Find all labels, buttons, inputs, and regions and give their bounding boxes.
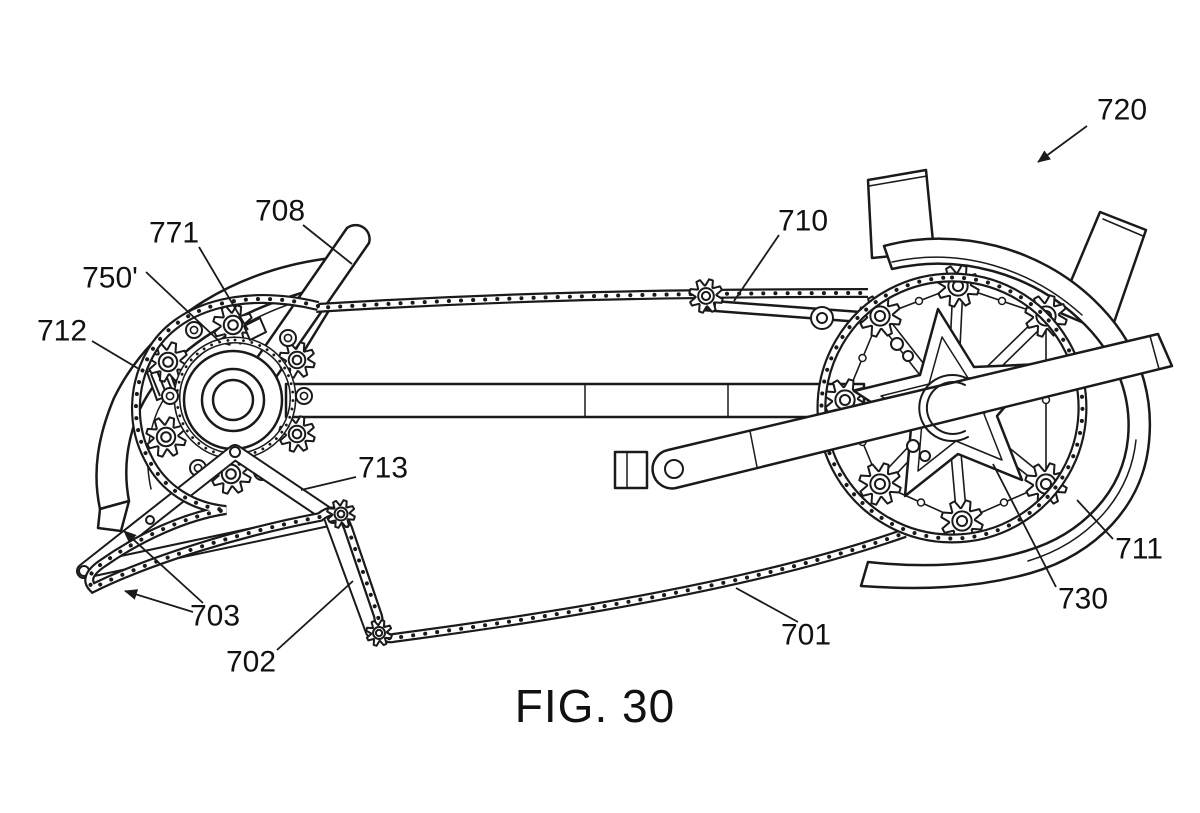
leader-line-701	[735, 587, 799, 623]
figure-caption: FIG. 30	[515, 680, 675, 732]
axle-tube	[284, 382, 866, 419]
ref-label-710: 710	[778, 205, 828, 238]
leader-line-708	[302, 224, 353, 265]
idler-sprockets	[326, 278, 724, 647]
ref-label-720: 720	[1097, 94, 1147, 127]
crank-arm	[613, 332, 1174, 490]
ref-label-730: 730	[1058, 583, 1108, 616]
leader-line-710	[733, 234, 780, 302]
ref-label-713: 713	[358, 452, 408, 485]
right-chain-guard	[859, 237, 1152, 590]
left-gear-cluster	[145, 304, 316, 495]
ref-label-702: 702	[226, 646, 276, 679]
leader-line-703	[123, 530, 204, 604]
leader-line-750'	[145, 271, 220, 342]
ref-label-708: 708	[255, 195, 305, 228]
right-gear-cluster	[816, 264, 1088, 544]
leader-line-713	[300, 476, 357, 491]
ref-label-750': 750'	[82, 262, 138, 295]
ref-label-703: 703	[190, 600, 240, 633]
leader-line-730	[992, 463, 1057, 588]
leader-line-711	[1076, 499, 1114, 540]
leader-line-702	[276, 580, 354, 651]
ref-label-712: 712	[37, 315, 87, 348]
leader-line-720	[1037, 125, 1088, 163]
drive-chains	[84, 288, 907, 644]
ref-label-711: 711	[1115, 533, 1163, 566]
ref-label-701: 701	[781, 619, 831, 652]
leader-line-712	[91, 340, 140, 370]
leader-line-771	[198, 246, 249, 331]
leader-line-703	[124, 589, 194, 613]
ref-label-771: 771	[149, 217, 199, 250]
